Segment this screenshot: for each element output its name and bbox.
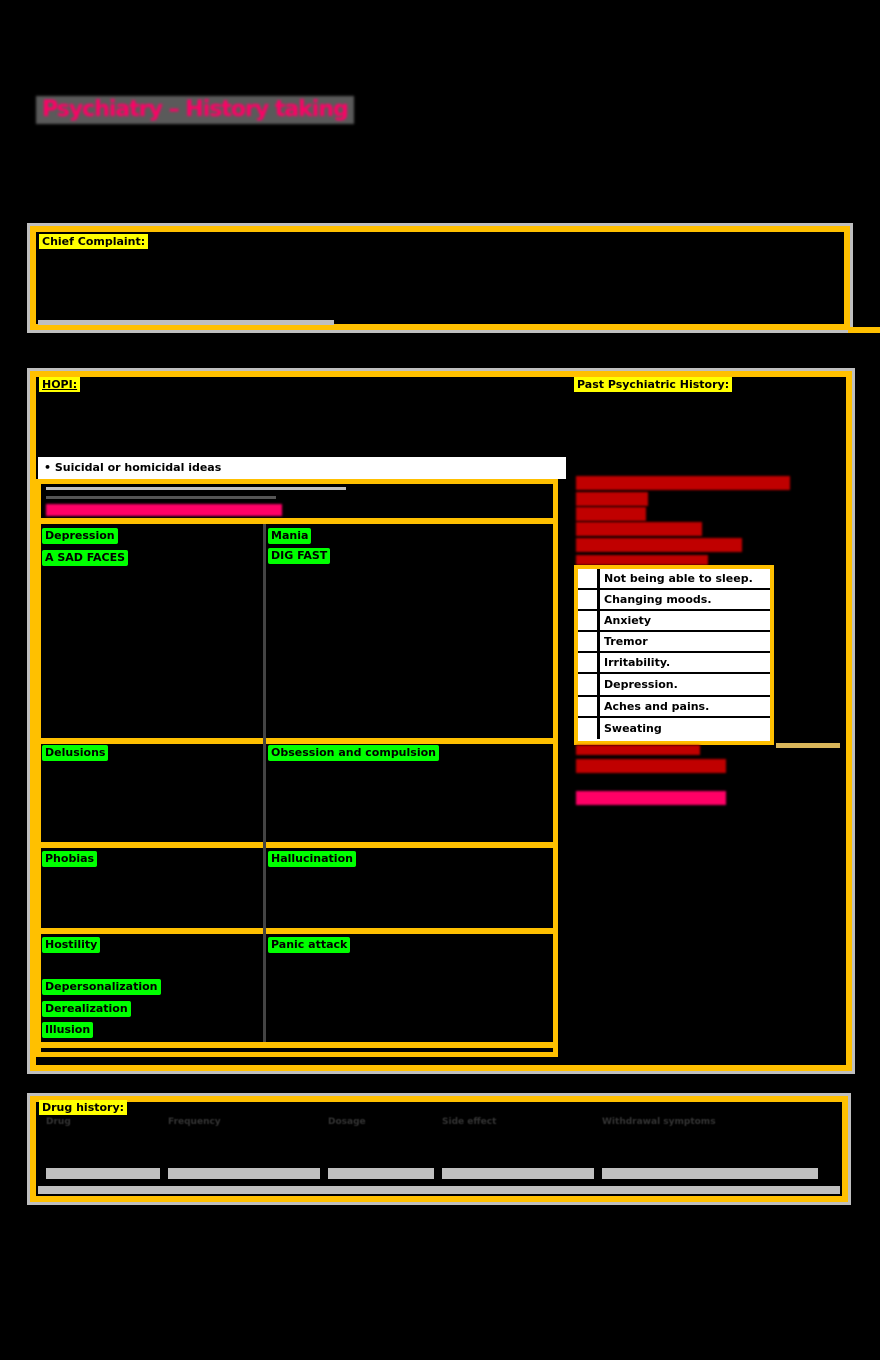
table-cell[interactable]: [168, 1168, 320, 1179]
obscured-red-line: [576, 507, 646, 521]
checklist-label: Depression.: [604, 678, 678, 691]
checklist-row[interactable]: Changing moods.: [578, 590, 770, 611]
table-cell[interactable]: [442, 1151, 594, 1162]
column-header-side-effect: Side effect: [442, 1117, 594, 1128]
obscured-pink-line: [576, 791, 726, 805]
obscured-red-line: [576, 476, 790, 490]
drug-history-label: Drug history:: [39, 1100, 128, 1115]
column-divider: [263, 524, 266, 1042]
topic-depression: Depression: [42, 528, 118, 544]
hopi-subgrid: [36, 479, 558, 1057]
checklist-row[interactable]: Aches and pains.: [578, 697, 770, 718]
checkbox[interactable]: [578, 569, 600, 588]
mnemonic-dig-fast: DIG FAST: [268, 548, 331, 564]
divider: [36, 928, 558, 934]
checkbox[interactable]: [578, 697, 600, 716]
topic-phobias: Phobias: [42, 851, 98, 867]
topic-obsession-compulsion: Obsession and compulsion: [268, 745, 439, 761]
topic-panic-attack: Panic attack: [268, 937, 351, 953]
checklist-label: Not being able to sleep.: [604, 572, 753, 585]
hopi-label: HOPI:: [39, 377, 81, 392]
table-cell[interactable]: [328, 1151, 434, 1162]
chief-complaint-label: Chief Complaint:: [39, 234, 149, 249]
table-row: [42, 1165, 838, 1182]
divider: [36, 1042, 558, 1048]
table-cell[interactable]: [328, 1134, 434, 1145]
checklist-label: Changing moods.: [604, 593, 712, 606]
table-row: [42, 1131, 838, 1148]
drug-table-header: Drug Frequency Dosage Side effect Withdr…: [42, 1114, 838, 1131]
checkbox[interactable]: [578, 653, 600, 672]
drug-table: Drug Frequency Dosage Side effect Withdr…: [42, 1114, 838, 1182]
column-header-dosage: Dosage: [328, 1117, 434, 1128]
divider: [776, 743, 840, 748]
divider: [36, 842, 558, 848]
column-header-drug: Drug: [46, 1117, 160, 1128]
divider: [38, 1186, 840, 1194]
table-cell[interactable]: [46, 1168, 160, 1179]
divider: [36, 738, 558, 744]
checklist-row[interactable]: Depression.: [578, 674, 770, 697]
checklist-row[interactable]: Tremor: [578, 632, 770, 653]
withdrawal-checklist: Not being able to sleep. Changing moods.…: [574, 565, 774, 745]
checkbox[interactable]: [578, 611, 600, 630]
page-title: Psychiatry – History taking: [36, 96, 354, 124]
obscured-red-line: [576, 745, 700, 755]
checkbox[interactable]: [578, 674, 600, 695]
table-cell[interactable]: [46, 1134, 160, 1145]
checklist-label: Sweating: [604, 722, 662, 735]
checklist-label: Anxiety: [604, 614, 652, 627]
obscured-pink-line: [46, 504, 282, 516]
table-cell[interactable]: [442, 1134, 594, 1145]
obscured-red-line: [576, 538, 742, 552]
checkbox[interactable]: [578, 632, 600, 651]
suicidal-ideas-line: • Suicidal or homicidal ideas: [38, 457, 566, 479]
obscured-text-line: [46, 487, 346, 490]
topic-hallucination: Hallucination: [268, 851, 356, 867]
drug-history-box: [27, 1093, 851, 1205]
table-cell[interactable]: [602, 1134, 818, 1145]
checklist-row[interactable]: Irritability.: [578, 653, 770, 674]
table-cell[interactable]: [328, 1168, 434, 1179]
past-psychiatric-history-label: Past Psychiatric History:: [574, 377, 733, 392]
obscured-red-line: [576, 759, 726, 773]
table-cell[interactable]: [168, 1134, 320, 1145]
topic-derealization: Derealization: [42, 1001, 131, 1017]
obscured-red-line: [576, 492, 648, 506]
divider: [36, 518, 558, 524]
checklist-label: Tremor: [604, 635, 648, 648]
checklist-row[interactable]: Not being able to sleep.: [578, 569, 770, 590]
obscured-red-line: [576, 555, 708, 565]
checklist-label: Irritability.: [604, 656, 671, 669]
table-cell[interactable]: [602, 1168, 818, 1179]
topic-delusions: Delusions: [42, 745, 109, 761]
obscured-red-line: [576, 522, 702, 536]
column-header-frequency: Frequency: [168, 1117, 320, 1128]
table-cell[interactable]: [442, 1168, 594, 1179]
divider: [848, 327, 880, 333]
topic-illusion: Illusion: [42, 1022, 94, 1038]
topic-depersonalization: Depersonalization: [42, 979, 161, 995]
topic-mania: Mania: [268, 528, 312, 544]
table-cell[interactable]: [168, 1151, 320, 1162]
table-cell[interactable]: [602, 1151, 818, 1162]
chief-complaint-box: Chief Complaint:: [27, 223, 853, 333]
topic-hostility: Hostility: [42, 937, 101, 953]
checklist-row[interactable]: Anxiety: [578, 611, 770, 632]
obscured-text-line: [46, 496, 276, 499]
table-row: [42, 1148, 838, 1165]
mnemonic-a-sad-faces: A SAD FACES: [42, 550, 129, 566]
checklist-row[interactable]: Sweating: [578, 718, 770, 739]
checkbox[interactable]: [578, 718, 600, 739]
table-cell[interactable]: [46, 1151, 160, 1162]
checkbox[interactable]: [578, 590, 600, 609]
column-header-withdrawal-symptoms: Withdrawal symptoms: [602, 1117, 818, 1128]
obscured-text-line: [38, 320, 334, 325]
checklist-label: Aches and pains.: [604, 700, 710, 713]
